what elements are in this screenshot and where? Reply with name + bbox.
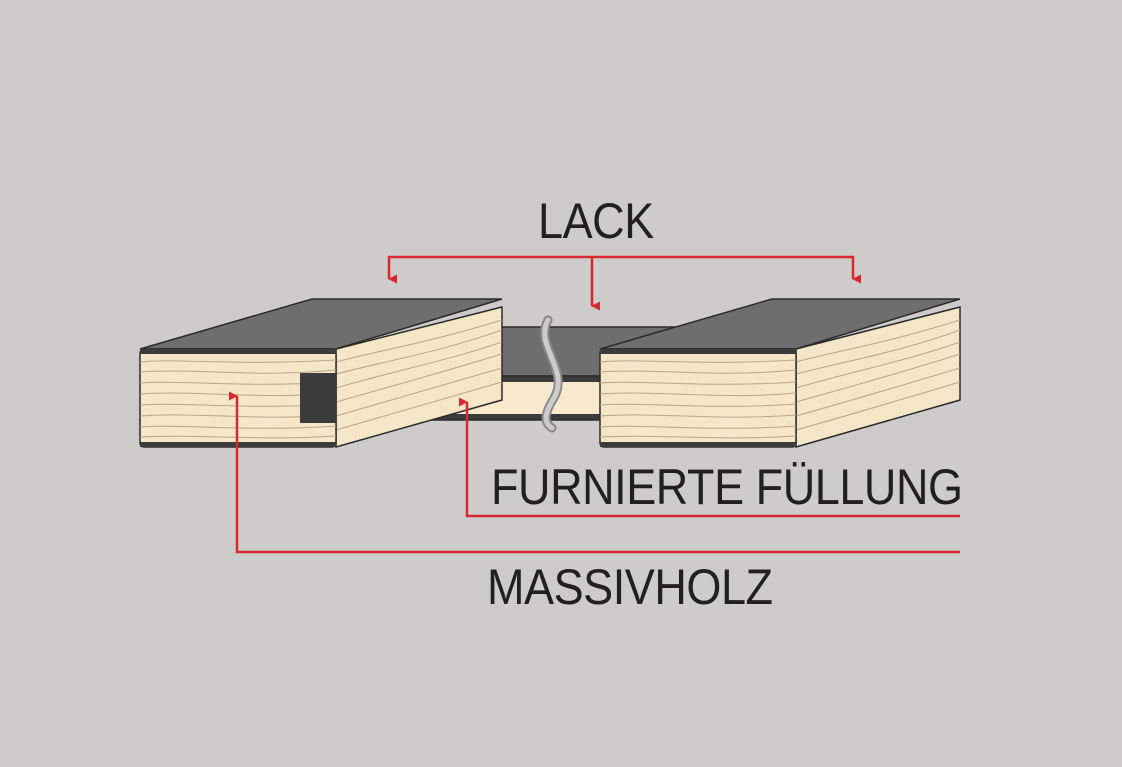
- leader-wood: [228, 391, 960, 554]
- label-solid-wood: MASSIVHOLZ: [487, 559, 773, 615]
- leader-fill: [458, 397, 960, 518]
- leader-lines: [228, 255, 960, 554]
- leader-lack-bracket: [387, 255, 862, 284]
- label-veneered-panel: FURNIERTE FÜLLUNG: [491, 459, 963, 515]
- label-lacquer: LACK: [538, 193, 654, 249]
- left-frame-groove: [300, 373, 336, 423]
- left-frame-wood: [139, 298, 503, 448]
- right-frame-front: [599, 348, 797, 448]
- right-frame-wood: [599, 298, 961, 448]
